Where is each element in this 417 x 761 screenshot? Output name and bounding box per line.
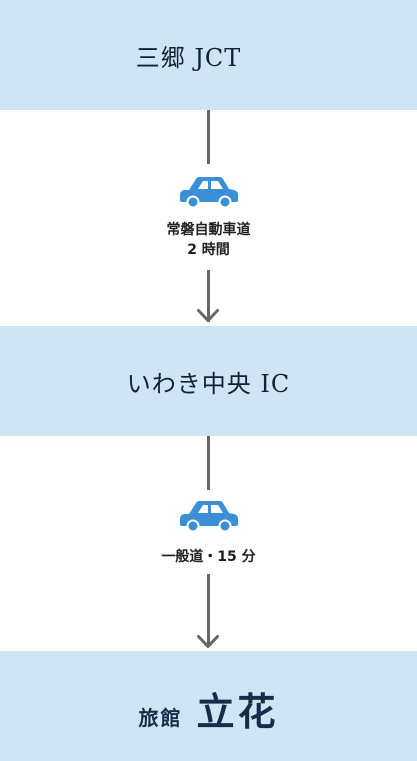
route-note: 常磐自動車道 2 時間: [0, 220, 417, 260]
stop-iwaki-chuo-ic: いわき中央 IC: [0, 326, 417, 436]
stop-destination: 旅館 立花: [0, 651, 417, 761]
connector-line: [207, 270, 210, 322]
route-segment-2: 一般道・15 分: [0, 436, 417, 651]
arrow-down-icon: [197, 309, 219, 322]
stop-label: 三郷 JCT: [135, 43, 242, 72]
destination-prefix: 旅館: [138, 705, 183, 730]
route-segment-1: 常磐自動車道 2 時間: [0, 110, 417, 326]
connector-line: [207, 436, 210, 490]
stop-label: いわき中央 IC: [126, 369, 291, 398]
route-name: 常磐自動車道: [166, 222, 251, 238]
route-note: 一般道・15 分: [0, 547, 417, 567]
route-name: 一般道・15 分: [161, 549, 256, 565]
destination-logo: 旅館 立花: [138, 681, 278, 736]
destination-name: 立花: [196, 688, 279, 734]
arrow-down-icon: [197, 635, 219, 648]
car-icon: [180, 177, 238, 208]
connector-line: [207, 110, 210, 164]
connector-line: [207, 574, 210, 646]
stop-sango-jct: 三郷 JCT: [0, 0, 417, 110]
route-duration: 2 時間: [187, 242, 230, 258]
car-icon: [180, 501, 238, 532]
